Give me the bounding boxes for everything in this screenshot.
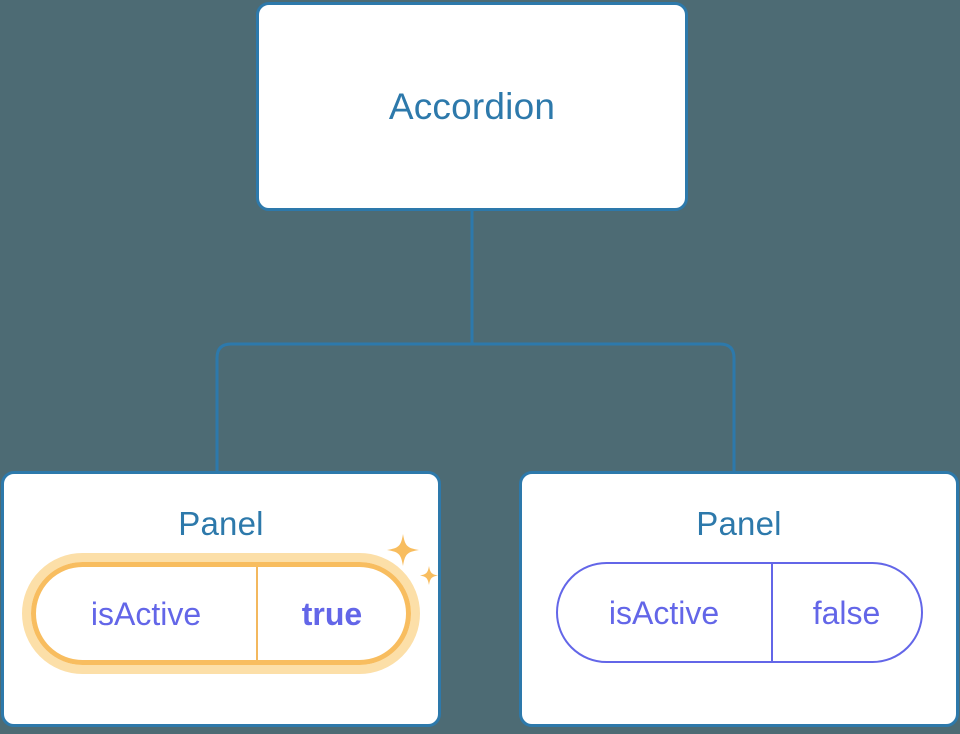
node-accordion[interactable]: Accordion — [256, 2, 688, 211]
node-panel-inactive[interactable]: Panel isActive false — [519, 471, 959, 727]
prop-value: false — [770, 564, 921, 661]
prop-pill-isactive-true[interactable]: isActive true — [31, 562, 411, 665]
prop-name: isActive — [90, 595, 202, 632]
node-panel-active[interactable]: Panel isActive true — [1, 471, 441, 727]
connector-branch-bus — [215, 342, 736, 471]
node-accordion-label: Accordion — [388, 86, 556, 127]
prop-pill-isactive-false[interactable]: isActive false — [555, 562, 923, 663]
node-panel-inactive-label: Panel — [696, 505, 782, 542]
prop-pill-inactive-wrapper: isActive false — [555, 562, 923, 663]
prop-pill-active-wrapper: isActive true — [22, 534, 438, 674]
node-panel-active-label: Panel — [178, 505, 264, 542]
prop-value: true — [256, 567, 406, 660]
prop-name: isActive — [608, 594, 720, 631]
